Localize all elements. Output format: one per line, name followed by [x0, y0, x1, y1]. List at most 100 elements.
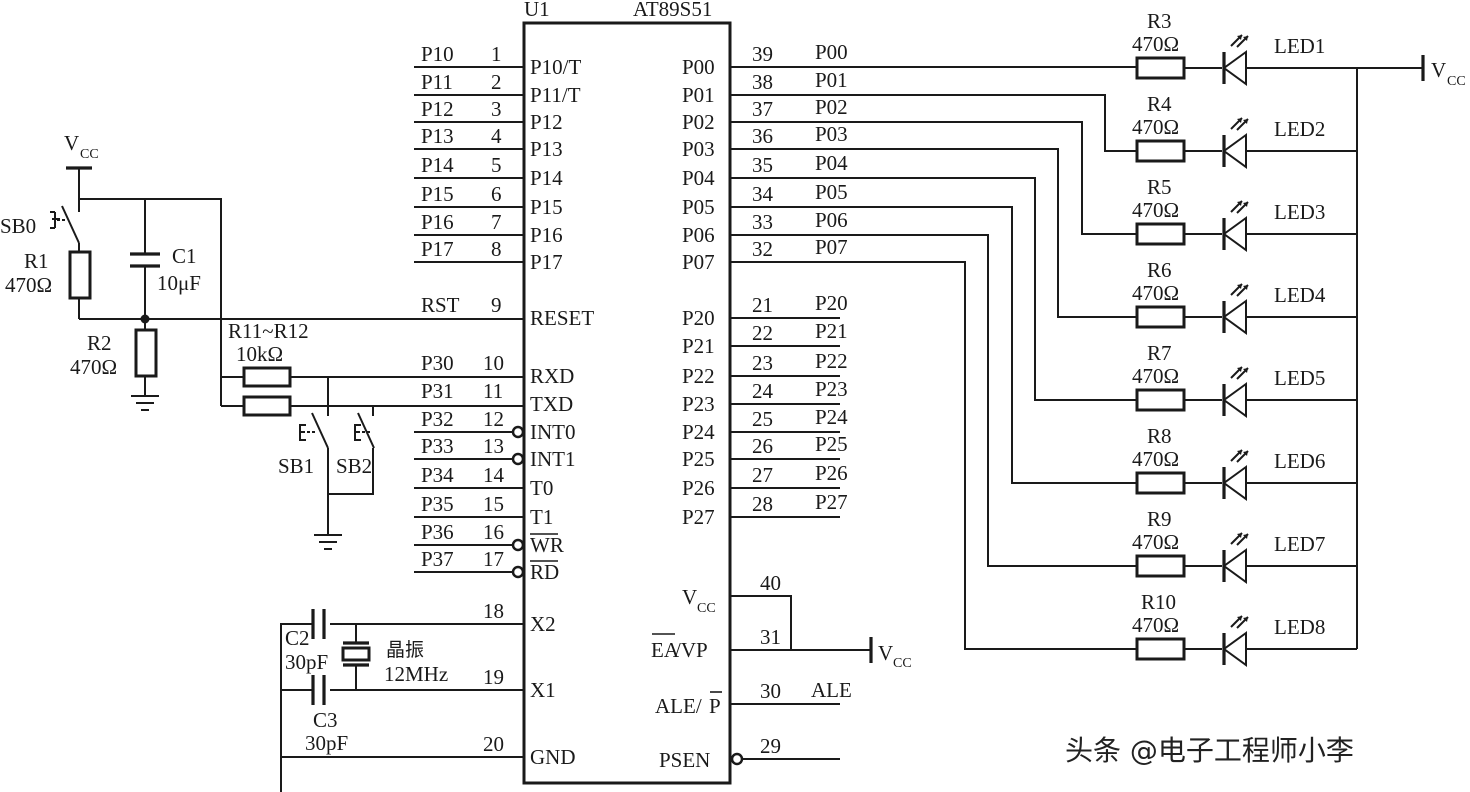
led-icon [1222, 283, 1249, 335]
pin-name: T1 [530, 505, 553, 529]
pin-number: 36 [752, 124, 773, 148]
r1-value: 470Ω [5, 273, 52, 297]
pin-number: 37 [752, 97, 773, 121]
resistor-value: 470Ω [1132, 198, 1179, 222]
resistor-value: 470Ω [1132, 364, 1179, 388]
resistor-icon [1135, 471, 1186, 495]
pin-number: 3 [491, 97, 502, 121]
pin-number: 18 [483, 599, 504, 623]
r2-value: 470Ω [70, 355, 117, 379]
sb1-switch-icon[interactable] [299, 412, 329, 449]
pin-number: 26 [752, 434, 773, 458]
crystal-frequency: 12MHz [384, 662, 448, 686]
led-icon [1222, 449, 1249, 501]
psen-inversion-bubble [730, 752, 744, 766]
port0-route-wire [730, 148, 1137, 318]
net-label: P30 [421, 351, 454, 375]
pin-number: 1 [491, 42, 502, 66]
led-vcc-label: V [1431, 58, 1446, 82]
pin-number: 6 [491, 182, 502, 206]
resistor-icon [1135, 56, 1186, 80]
pin-name: P21 [682, 334, 715, 358]
port0-route-wire [730, 234, 1137, 567]
vcc-pin-number: 40 [760, 571, 781, 595]
r12-resistor-icon [242, 395, 292, 417]
r11-r12-ref: R11~R12 [228, 319, 309, 343]
r2-ref: R2 [87, 331, 112, 355]
pin-name: P00 [682, 55, 715, 79]
resistor-value: 470Ω [1132, 32, 1179, 56]
resistor-icon [1135, 637, 1186, 661]
pin-number: 22 [752, 321, 773, 345]
net-label: P12 [421, 97, 454, 121]
led-icon [1222, 366, 1249, 418]
pin-name: P23 [682, 392, 715, 416]
psen-pin-number: 29 [760, 734, 781, 758]
pin-name: P13 [530, 137, 563, 161]
pin-number: 35 [752, 153, 773, 177]
pin-name: P17 [530, 250, 563, 274]
pin-number: 16 [483, 520, 504, 544]
pin-name: RD [530, 560, 559, 584]
pin-name: P24 [682, 420, 715, 444]
pin-number: 39 [752, 42, 773, 66]
x2-wire [280, 623, 524, 792]
net-label: P16 [421, 210, 454, 234]
net-label: P01 [815, 68, 848, 92]
net-label: P23 [815, 377, 848, 401]
led-routing-group [730, 66, 1137, 650]
r1-ref: R1 [24, 249, 49, 273]
resistor-ref: R5 [1147, 175, 1172, 199]
pin-number: 5 [491, 153, 502, 177]
resistor-value: 470Ω [1132, 447, 1179, 471]
vcc-pin-wire [730, 595, 792, 650]
resistor-value: 470Ω [1132, 613, 1179, 637]
c2-value: 30pF [285, 650, 328, 674]
pin-name: P04 [682, 166, 715, 190]
port0-route-wire [730, 206, 1137, 484]
net-label: P34 [421, 463, 454, 487]
crystal-label: 晶振 [386, 639, 424, 661]
reset-vcc-label-sub: CC [80, 147, 99, 162]
ale-net-label: ALE [811, 678, 852, 702]
led-label: LED4 [1274, 283, 1326, 307]
c1-ref: C1 [172, 244, 197, 268]
pin-name: P27 [682, 505, 715, 529]
resistor-ref: R7 [1147, 341, 1172, 365]
resistor-ref: R4 [1147, 92, 1172, 116]
resistor-icon [1135, 222, 1186, 246]
resistor-value: 470Ω [1132, 530, 1179, 554]
pin-name: P22 [682, 364, 715, 388]
sb2-switch-icon[interactable] [354, 412, 375, 449]
net-label: P03 [815, 122, 848, 146]
sb0-switch-icon[interactable] [50, 205, 80, 244]
chip-ref: U1 [524, 0, 550, 21]
watermark: 头条 @电子工程师小李 [1065, 734, 1354, 767]
pin-number: 19 [483, 665, 504, 689]
resistor-ref: R6 [1147, 258, 1172, 282]
inversion-bubble [511, 538, 525, 552]
sb1-label: SB1 [278, 454, 314, 478]
